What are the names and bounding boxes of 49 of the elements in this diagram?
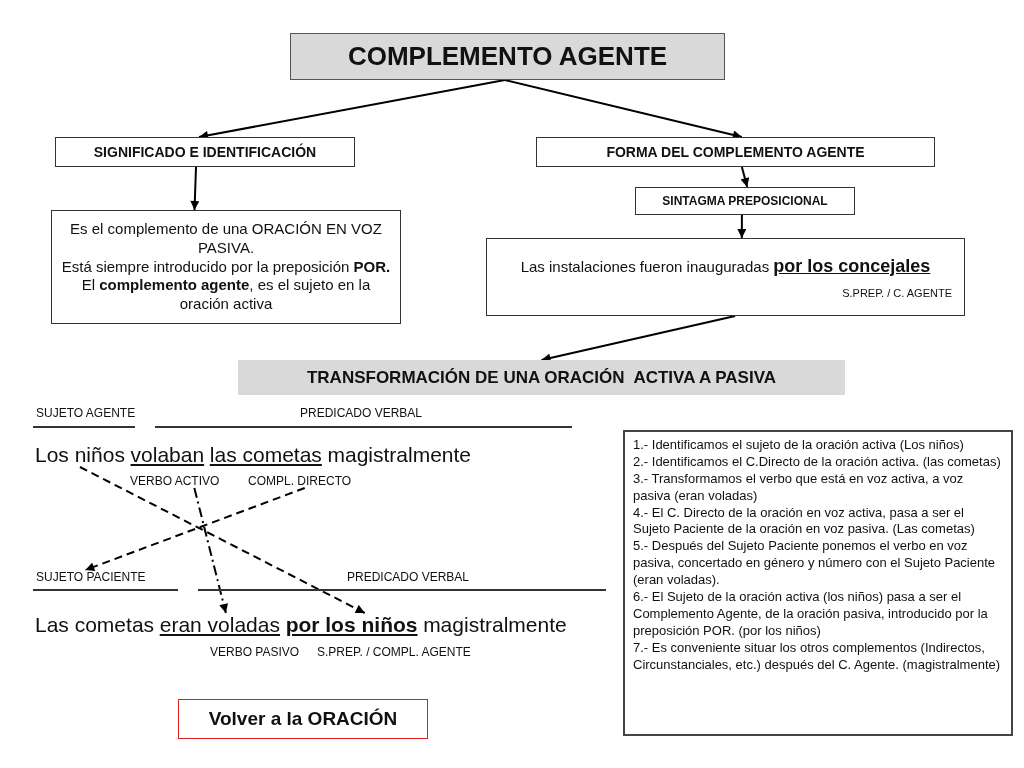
sentence-phrase: eran voladas: [159, 613, 280, 637]
box-text: TRANSFORMACIÓN DE UNA ORACIÓN ACTIVA A PASIVA: [306, 367, 777, 388]
box-text: Volver a la ORACIÓN: [208, 708, 398, 730]
grammar-tag: SUJETO PACIENTE: [36, 570, 146, 584]
sentence-word: Las cometas: [35, 613, 155, 637]
sentence-phrase: por los niños: [285, 613, 418, 637]
title-box: [290, 33, 725, 80]
grammar-tag: PREDICADO VERBAL: [300, 406, 423, 420]
steps-box: [623, 430, 1013, 736]
step-text: 3.- Transformamos el verbo que está en voz activa, a voz pasiva (eran voladas): [633, 470, 965, 505]
arrow: [737, 214, 747, 239]
box-text: Está siempre introducido por la preposición POR. El complemento agente, es el sujeto en la oración activa: [60, 257, 392, 314]
section-band: [238, 360, 845, 395]
return-box: [178, 699, 428, 739]
box-text: SINTAGMA PREPOSICIONAL: [662, 194, 828, 208]
box-text: Es el complemento de una ORACIÓN EN VOZ PASIVA.: [69, 220, 383, 258]
grammar-tag: S.PREP. / C. AGENTE: [842, 286, 952, 299]
example-sentence: Las instalaciones fueron inauguradas por los concejales: [520, 255, 931, 277]
step-text: 6.- El Sujeto de la oración activa (los niños) pasa a ser el Complemento Agente, de la oración pasiva, introducido por la preposición POR. (por los niños): [633, 589, 989, 640]
definition-box: [51, 210, 401, 324]
grammar-tag: SUJETO AGENTE: [36, 406, 136, 420]
grammar-tag: PREDICADO VERBAL: [347, 570, 470, 584]
arrow: [740, 166, 750, 188]
heading-box: [536, 137, 935, 167]
box-text: COMPLEMENTO AGENTE: [347, 41, 668, 72]
arrow: [84, 487, 306, 572]
arrow: [540, 315, 737, 363]
step-text: 5.- Después del Sujeto Paciente ponemos el verbo en voz pasiva, concertado en género y número con el Sujeto Paciente (eran voladas).: [633, 538, 997, 589]
sentence-word: magistralmente: [423, 613, 567, 637]
arrow: [193, 487, 228, 614]
sentence-word: magistralmente: [327, 443, 472, 467]
arrow: [78, 466, 366, 614]
sentence-word: volaban: [130, 443, 205, 467]
grammar-tag: VERBO PASIVO: [210, 645, 300, 659]
grammar-tag: VERBO ACTIVO: [130, 474, 220, 488]
step-text: 1.- Identificamos el sujeto de la oración activa (Los niños): [633, 437, 965, 454]
example-box: [486, 238, 965, 316]
grammar-tag: S.PREP. / COMPL. AGENTE: [317, 645, 471, 659]
arrow: [190, 166, 200, 211]
sentence-word: las cometas: [209, 443, 322, 467]
step-text: 2.- Identificamos el C.Directo de la oración activa. (las cometas): [633, 453, 1002, 471]
step-text: 4.- El C. Directo de la oración en voz activa, pasa a ser el Sujeto Paciente de la oración en voz pasiva. (Las cometas): [633, 504, 976, 539]
heading-box: [55, 137, 355, 167]
sentence-phrase: Los niños: [35, 443, 125, 467]
step-text: 7.- Es conveniente situar los otros complementos (Indirectos, Circunstanciales, etc.) después del C. Agente. (magistralmente): [633, 639, 1002, 674]
box-text: FORMA DEL COMPLEMENTO AGENTE: [606, 144, 865, 160]
box-text: SIGNIFICADO E IDENTIFICACIÓN: [93, 144, 317, 160]
heading-box: [635, 187, 855, 215]
grammar-tag: COMPL. DIRECTO: [248, 474, 352, 488]
